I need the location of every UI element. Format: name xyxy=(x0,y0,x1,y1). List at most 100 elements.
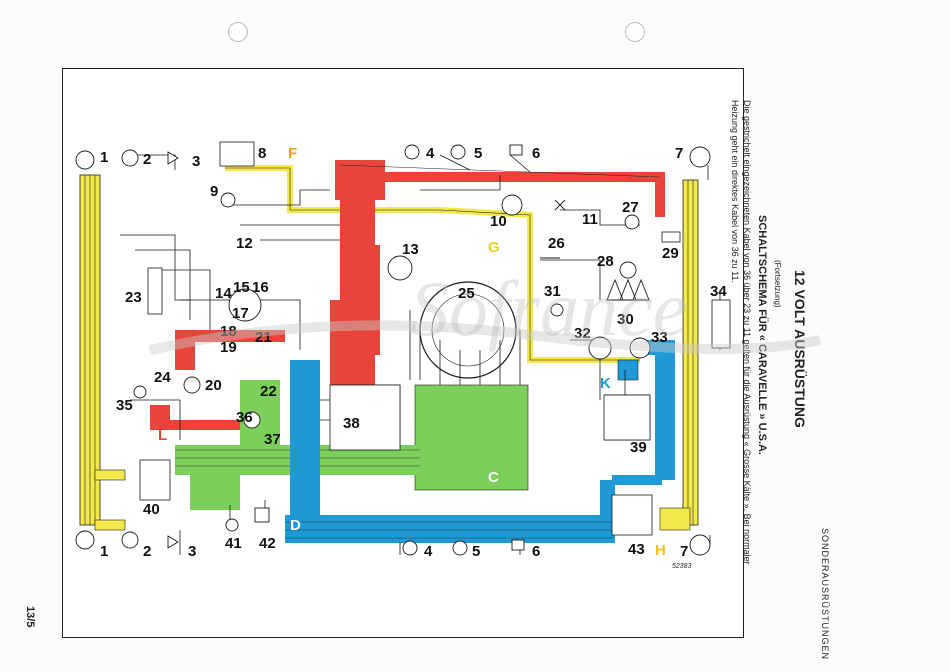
lamp-5-bottom xyxy=(452,540,468,556)
lamp-1-bottom xyxy=(75,530,95,550)
label-43: 43 xyxy=(628,541,645,558)
label-33: 33 xyxy=(651,329,668,346)
label-7-top: 7 xyxy=(675,145,683,162)
punch-hole-left xyxy=(228,22,248,42)
lamp-4-top xyxy=(404,144,420,160)
blue-harness xyxy=(285,340,675,543)
label-7-bottom: 7 xyxy=(680,543,688,560)
component-number-labels: 1 2 3 4 5 6 7 8 9 10 11 12 13 14 15 16 1… xyxy=(100,145,727,560)
lamp-2-bottom xyxy=(121,531,139,549)
motor-10 xyxy=(501,194,523,216)
label-36: 36 xyxy=(236,409,253,426)
component-29 xyxy=(661,231,681,243)
label-13: 13 xyxy=(402,241,419,258)
label-35: 35 xyxy=(116,397,133,414)
label-6-top: 6 xyxy=(532,145,540,162)
component-36 xyxy=(243,411,261,429)
label-22: 22 xyxy=(260,383,277,400)
label-4-bottom: 4 xyxy=(424,543,433,560)
lamp-4-bottom xyxy=(402,540,418,556)
label-2-bottom: 2 xyxy=(143,543,151,560)
label-25: 25 xyxy=(458,285,475,302)
label-34: 34 xyxy=(710,283,727,300)
label-6-bottom: 6 xyxy=(532,543,540,560)
component-28 xyxy=(619,261,637,279)
red-harness xyxy=(150,160,665,430)
label-18: 18 xyxy=(220,323,237,340)
label-28: 28 xyxy=(597,253,614,270)
label-5-top: 5 xyxy=(474,145,482,162)
central-connector-25 xyxy=(419,281,517,379)
yellow-harness-left xyxy=(79,174,126,531)
harness-letters: F G K L C D H xyxy=(158,145,666,559)
relay-box-39 xyxy=(603,394,651,441)
switch-box-8 xyxy=(219,141,255,167)
lamp-2-top xyxy=(121,149,139,167)
label-19: 19 xyxy=(220,339,237,356)
component-31 xyxy=(550,303,564,317)
harness-label-d: D xyxy=(290,517,301,534)
punch-hole-right xyxy=(625,22,645,42)
label-3-top: 3 xyxy=(192,153,200,170)
label-4-top: 4 xyxy=(426,145,435,162)
label-17: 17 xyxy=(232,305,249,322)
label-41: 41 xyxy=(225,535,242,552)
label-2-top: 2 xyxy=(143,151,151,168)
component-27 xyxy=(624,214,640,230)
label-31: 31 xyxy=(544,283,561,300)
label-32: 32 xyxy=(574,325,591,342)
lamp-1-top xyxy=(75,150,95,170)
component-symbols xyxy=(75,144,711,556)
fan-11 xyxy=(554,199,566,211)
harness-label-k: K xyxy=(600,375,611,392)
label-8: 8 xyxy=(258,145,266,162)
label-12: 12 xyxy=(236,235,253,252)
label-14: 14 xyxy=(215,285,232,302)
instrument-15-16 xyxy=(228,288,262,322)
label-9: 9 xyxy=(210,183,218,200)
horn-3-bottom xyxy=(167,535,179,549)
connector-block-43 xyxy=(611,494,653,536)
label-10: 10 xyxy=(490,213,507,230)
watermark: Sofrance xyxy=(148,265,822,355)
component-35 xyxy=(133,385,147,399)
lamps-30 xyxy=(606,278,650,301)
component-41 xyxy=(225,518,239,532)
label-42: 42 xyxy=(259,535,276,552)
switch-6-bottom xyxy=(511,539,525,551)
component-33 xyxy=(629,337,651,359)
component-9 xyxy=(220,192,236,208)
label-24: 24 xyxy=(154,369,171,386)
switch-6-top xyxy=(509,144,523,156)
harness-label-c: C xyxy=(488,469,499,486)
component-34 xyxy=(711,299,731,349)
label-38: 38 xyxy=(343,415,360,432)
label-20: 20 xyxy=(205,377,222,394)
label-27: 27 xyxy=(622,199,639,216)
harness-label-h: H xyxy=(655,542,666,559)
lamp-7-bottom xyxy=(689,534,711,556)
harness-label-l: L xyxy=(158,427,167,444)
label-15: 15 xyxy=(233,279,250,296)
harness-label-g: G xyxy=(488,239,500,256)
label-23: 23 xyxy=(125,289,142,306)
component-23 xyxy=(147,267,163,315)
label-1-bottom: 1 xyxy=(100,543,108,560)
component-13 xyxy=(387,255,413,281)
yellow-harness-right xyxy=(659,179,699,531)
harness-label-f: F xyxy=(288,145,297,162)
label-39: 39 xyxy=(630,439,647,456)
yellow-harness-top xyxy=(225,165,640,363)
label-37: 37 xyxy=(264,431,281,448)
label-26: 26 xyxy=(548,235,565,252)
component-32 xyxy=(588,336,612,360)
component-42 xyxy=(254,507,270,523)
label-16: 16 xyxy=(252,279,269,296)
label-21: 21 xyxy=(255,329,272,346)
connector-block-40 xyxy=(139,459,171,501)
label-29: 29 xyxy=(662,245,679,262)
label-11: 11 xyxy=(582,211,598,228)
label-30: 30 xyxy=(617,311,634,328)
